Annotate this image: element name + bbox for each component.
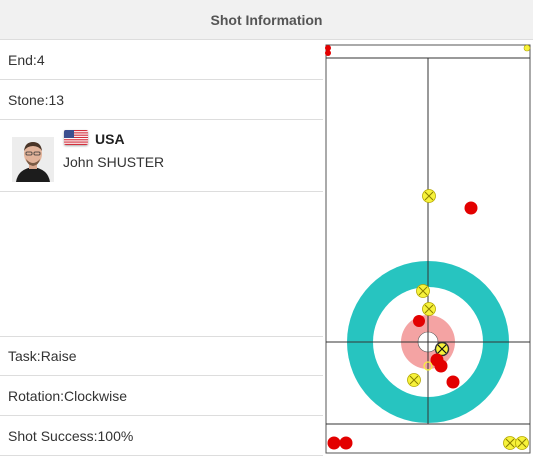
success-row: Shot Success 100% (0, 416, 323, 456)
rotation-value: Clockwise (64, 387, 128, 404)
player-country: USA (95, 131, 125, 147)
stone-row: Stone 13 (0, 80, 323, 120)
rotation-label: Rotation (8, 388, 64, 404)
red-stone (413, 315, 425, 327)
stones (325, 44, 531, 450)
yellow-stone (407, 373, 421, 387)
task-row: Task Raise (0, 336, 323, 376)
task-value: Raise (40, 348, 77, 364)
us-flag-icon (64, 130, 88, 145)
panel-header: Shot Information (0, 0, 533, 40)
yellow-stone (422, 302, 436, 316)
task-label: Task (8, 348, 41, 364)
stone-path-marker (423, 361, 433, 371)
stone-value: 13 (48, 91, 65, 108)
yellow-stone (515, 436, 529, 450)
end-value: 4 (36, 51, 45, 68)
yellow-stone (416, 284, 430, 298)
red-stone (325, 45, 331, 51)
player-name: John SHUSTER (63, 154, 165, 170)
red-stone (434, 359, 448, 373)
rotation-row: Rotation Clockwise (0, 376, 323, 416)
player-avatar (12, 137, 54, 182)
end-row: End 4 (0, 40, 323, 80)
stone-label: Stone (8, 92, 48, 108)
shot-details: End 4 Stone 13 (0, 40, 323, 462)
sheet-diagram (325, 44, 531, 454)
player-row: USA John SHUSTER (0, 120, 323, 192)
red-stone (327, 436, 341, 450)
thrown-stone (434, 341, 450, 357)
success-value: 100% (97, 427, 134, 444)
red-stone (325, 50, 331, 56)
success-label: Shot Success (8, 428, 98, 444)
red-stone (446, 375, 460, 389)
end-label: End (8, 52, 37, 68)
red-stone (339, 436, 353, 450)
yellow-stone (523, 44, 531, 52)
panel-title: Shot Information (210, 11, 323, 28)
red-stone (464, 201, 478, 215)
yellow-stone (422, 189, 436, 203)
yellow-stone (503, 436, 517, 450)
curling-sheet (325, 44, 531, 454)
spacer (0, 192, 323, 336)
